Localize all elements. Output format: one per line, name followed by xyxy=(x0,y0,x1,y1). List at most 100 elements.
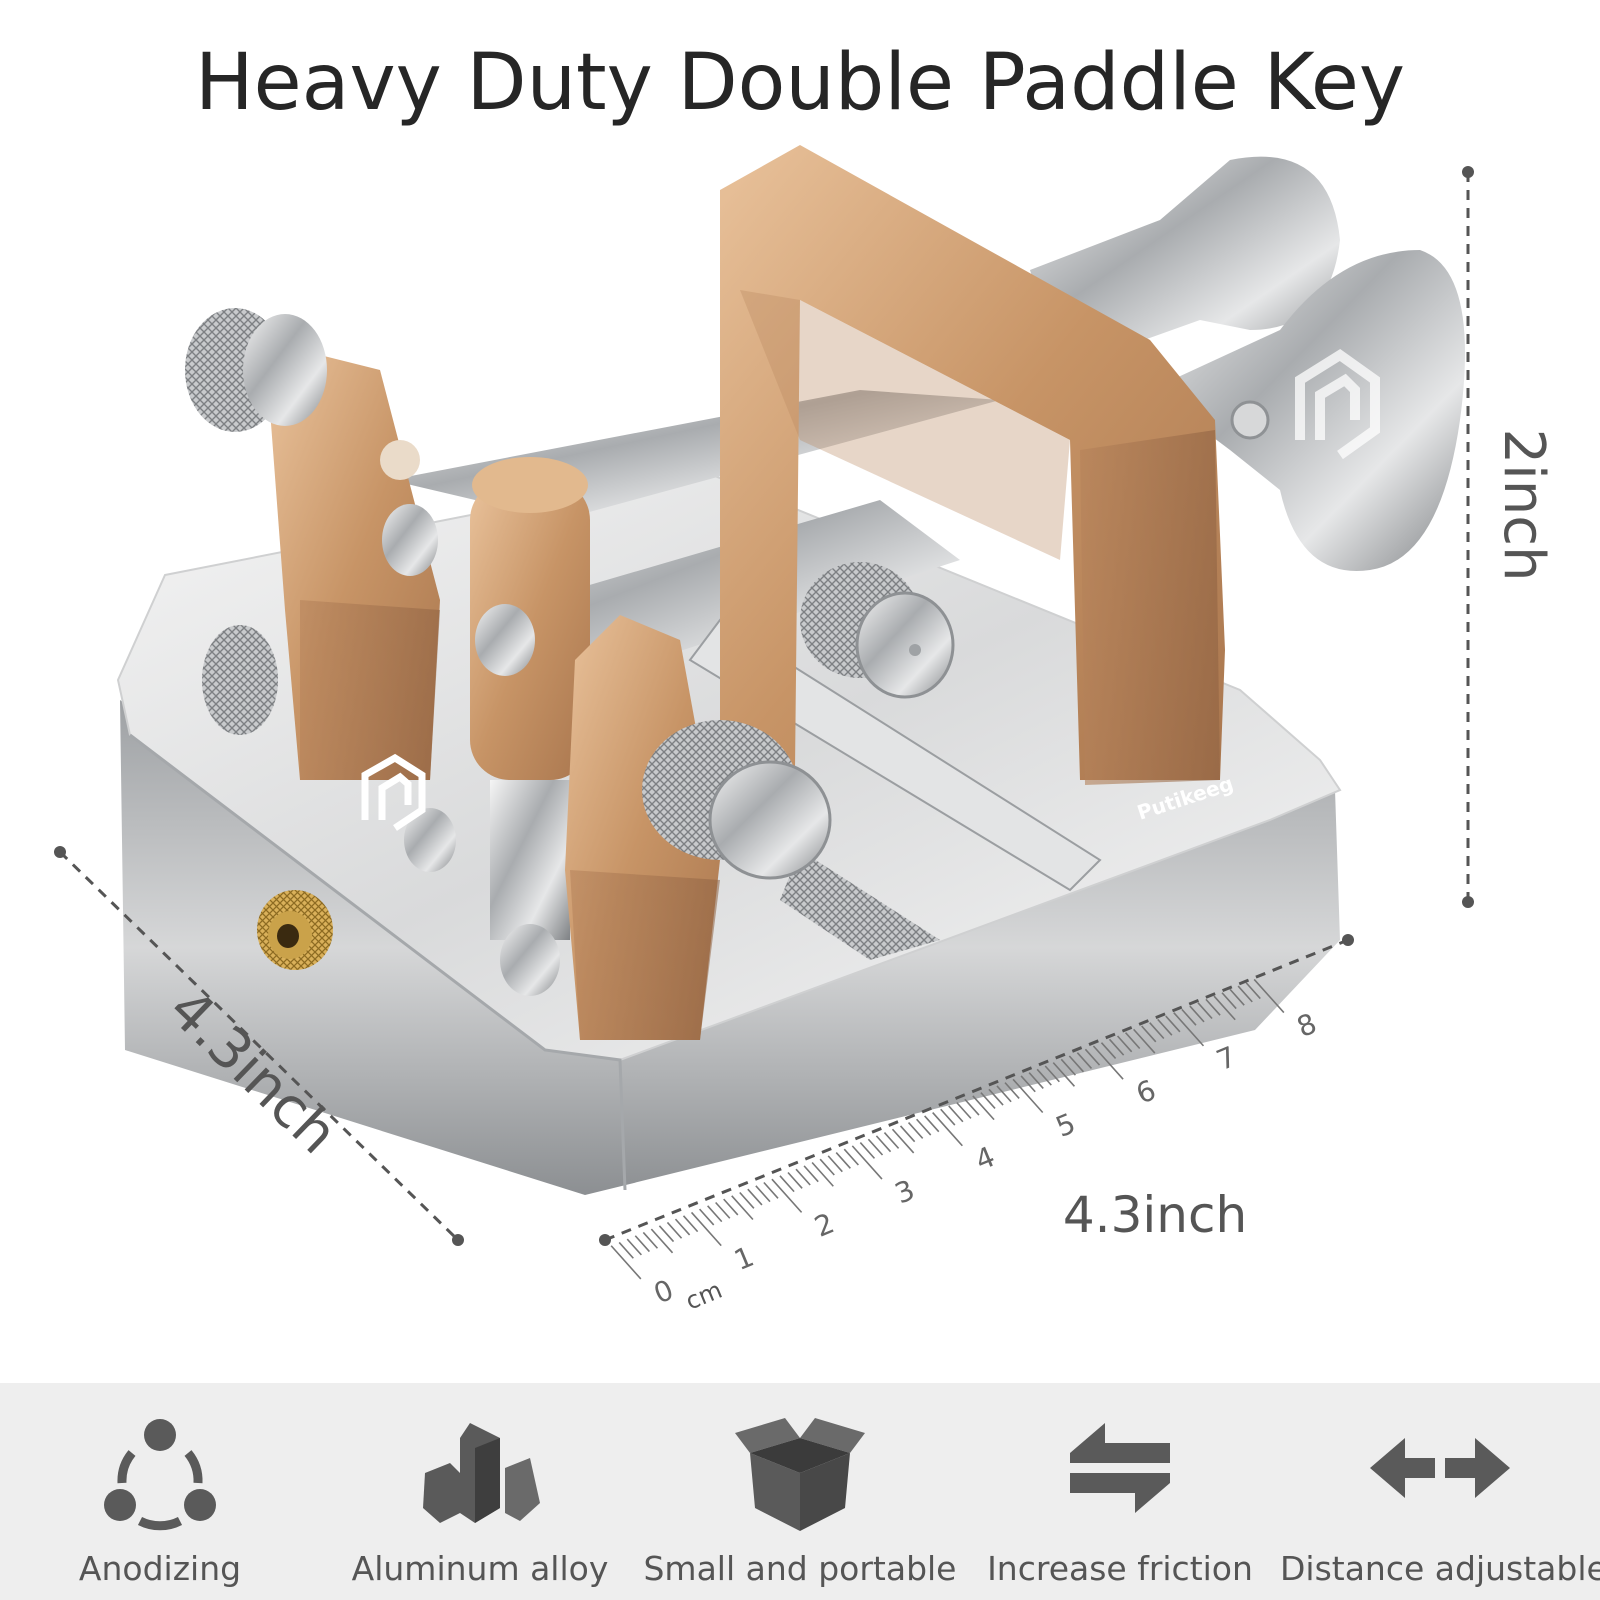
ruler-tick-label: 3 xyxy=(890,1173,919,1210)
height-label: 2inch xyxy=(1491,429,1556,582)
ruler-tick xyxy=(731,1195,754,1221)
ruler-unit: cm xyxy=(682,1276,727,1316)
ruler-tick-label: 8 xyxy=(1292,1007,1321,1044)
crystal-icon xyxy=(423,1423,540,1523)
ruler-tick xyxy=(787,1171,803,1189)
feature-bar: Anodizing Aluminum alloy Small and porta… xyxy=(0,1383,1600,1600)
ruler-tick xyxy=(932,1112,963,1147)
ruler-tick xyxy=(1100,1042,1117,1060)
ruler-tick xyxy=(940,1108,956,1126)
width-label: 4.3inch xyxy=(1063,1186,1247,1244)
ruler-tick xyxy=(1044,1065,1060,1083)
ruler-tick xyxy=(1237,985,1253,1003)
left-gold-post xyxy=(270,355,440,780)
ruler-tick xyxy=(1084,1048,1101,1066)
paddle-logo-mark xyxy=(1295,348,1380,460)
ruler-tick xyxy=(1189,1005,1205,1023)
box-icon xyxy=(735,1418,865,1531)
ruler-tick xyxy=(715,1201,731,1219)
ruler-tick xyxy=(1124,1032,1141,1050)
feature-distance-adjustable: Distance adjustable xyxy=(1280,1383,1600,1600)
feature-label: Distance adjustable xyxy=(1280,1549,1600,1588)
ruler-tick xyxy=(988,1088,1004,1106)
ruler-tick xyxy=(891,1128,915,1154)
ruler-tick xyxy=(1245,982,1261,1000)
feature-label: Anodizing xyxy=(78,1549,242,1588)
knurled-thumbscrew xyxy=(800,562,955,699)
swap-arrows-icon xyxy=(1070,1423,1170,1513)
ruler-tick xyxy=(1092,1045,1124,1080)
ruler-tick-label: 0 xyxy=(649,1273,678,1310)
ruler-tick xyxy=(827,1155,843,1173)
ruler-tick xyxy=(1116,1035,1133,1053)
ruler-tick xyxy=(1068,1055,1085,1073)
ruler-tick xyxy=(1076,1052,1093,1069)
ruler-tick xyxy=(875,1135,892,1153)
ruler-tick xyxy=(964,1098,980,1116)
feature-increase-friction: Increase friction xyxy=(960,1383,1280,1600)
center-pillar xyxy=(470,457,590,940)
base-logo-mark xyxy=(361,753,426,831)
ruler-tick xyxy=(843,1148,859,1166)
feature-aluminum-alloy: Aluminum alloy xyxy=(320,1383,640,1600)
ruler-tick xyxy=(1133,1028,1156,1054)
ruler-tick xyxy=(1108,1038,1125,1056)
knurled-thumbscrew xyxy=(642,720,832,880)
ruler-tick xyxy=(916,1118,932,1136)
knurled-thumbscrew xyxy=(185,308,327,432)
feature-label: Aluminum alloy xyxy=(351,1549,609,1588)
ruler-tick-label: 4 xyxy=(971,1140,1000,1177)
ruler-tick xyxy=(803,1165,819,1183)
ruler-tick xyxy=(956,1102,972,1119)
ruler-tick xyxy=(1165,1015,1181,1033)
feature-anodizing: Anodizing xyxy=(0,1383,320,1600)
ruler-tick xyxy=(1157,1018,1173,1036)
ruler-tick xyxy=(883,1132,900,1149)
ruler-tick xyxy=(980,1092,996,1109)
ruler-tick xyxy=(819,1158,835,1176)
ruler-tick xyxy=(779,1175,795,1193)
gold-frame xyxy=(720,145,1225,785)
ruler-tick xyxy=(723,1198,739,1216)
product-illustration: Putikeeg 2inch 4.3inch 4.3inch 012345678… xyxy=(54,145,1556,1316)
ruler-tick xyxy=(1149,1022,1165,1040)
audio-jack xyxy=(257,890,333,970)
ruler-tick xyxy=(1012,1078,1044,1114)
ruler-tick xyxy=(1205,998,1221,1016)
ruler-tick xyxy=(1028,1072,1044,1089)
ruler-tick xyxy=(907,1122,924,1139)
ruler-tick xyxy=(771,1178,803,1213)
feature-label: Small and portable xyxy=(643,1549,957,1588)
ruler-tick xyxy=(1036,1068,1052,1086)
ruler-tick xyxy=(618,1241,634,1259)
ruler-tick xyxy=(626,1238,642,1256)
ruler-tick xyxy=(739,1191,755,1209)
ruler-tick xyxy=(1060,1058,1077,1076)
ruler-tick-label: 2 xyxy=(810,1206,839,1243)
knurled-thumbscrew xyxy=(202,625,278,735)
ruler-tick xyxy=(851,1145,883,1180)
ruler-tick xyxy=(924,1115,940,1133)
ruler-tick xyxy=(1197,1002,1213,1020)
ruler-tick xyxy=(763,1181,779,1199)
feature-label: Increase friction xyxy=(987,1549,1253,1588)
ruler-tick xyxy=(899,1125,916,1143)
ruler-tick xyxy=(859,1142,876,1159)
height-dimension: 2inch xyxy=(1462,166,1556,908)
ruler-tick xyxy=(996,1085,1012,1103)
ruler-tick xyxy=(674,1218,691,1236)
ruler-tick-label: 1 xyxy=(729,1240,758,1277)
ruler-tick xyxy=(948,1105,964,1123)
double-arrow-icon xyxy=(1370,1438,1510,1498)
ruler-tick-label: 6 xyxy=(1131,1073,1160,1110)
page-title: Heavy Duty Double Paddle Key xyxy=(195,38,1405,128)
ruler-tick xyxy=(747,1188,763,1206)
anodizing-icon xyxy=(104,1419,216,1531)
ruler-tick xyxy=(1004,1082,1020,1099)
ruler-tick xyxy=(835,1152,851,1169)
ruler-tick xyxy=(650,1228,674,1254)
ruler-tick xyxy=(1181,1008,1197,1026)
ruler-tick xyxy=(682,1215,699,1233)
ruler-tick xyxy=(755,1185,771,1203)
ruler-tick-label: 5 xyxy=(1051,1107,1080,1144)
